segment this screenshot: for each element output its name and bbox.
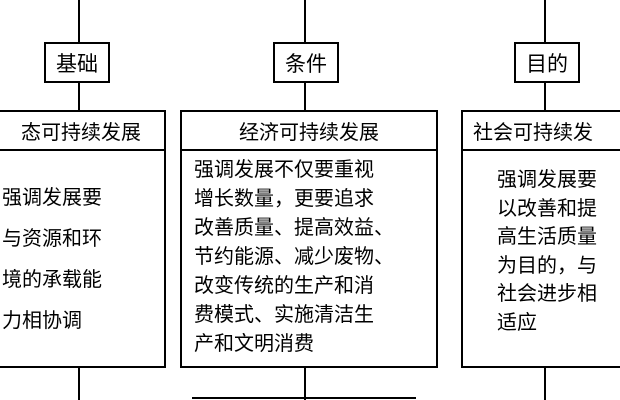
label-condition: 条件 [285, 51, 327, 76]
connector-label-center [304, 81, 306, 112]
title-social: 社会可持续发 [473, 120, 593, 144]
title-ecological: 态可持续发展 [21, 120, 141, 144]
bottom-box-edge [192, 397, 416, 399]
body-line: 强调发展不仅要重视 [194, 157, 374, 181]
body-line: 产和文明消费 [194, 331, 314, 355]
connector-bottom-left [78, 366, 80, 400]
body-line: 社会进步相 [497, 281, 597, 306]
body-line: 增长数量，更要追求 [194, 186, 374, 210]
body-line: 节约能源、减少废物、 [194, 244, 394, 268]
connector-top-left [78, 0, 80, 44]
body-line: 强调发展要 [2, 185, 102, 209]
connector-label-left [78, 81, 80, 112]
body-line: 为目的，与 [497, 252, 597, 277]
connector-top-center [304, 0, 306, 44]
connector-bottom-right [544, 366, 546, 400]
connector-bottom-center [304, 366, 306, 400]
body-line: 改变传统的生产和消 [194, 273, 374, 297]
body-line: 改善质量、提高效益、 [194, 215, 394, 239]
title-box-ecological: 态可持续发展 [0, 110, 166, 151]
body-line: 强调发展要 [497, 167, 597, 191]
title-economic: 经济可持续发展 [239, 120, 379, 144]
body-box-economic: 强调发展不仅要重视 增长数量，更要追求 改善质量、提高效益、 节约能源、减少废物… [180, 149, 438, 368]
connector-top-right [544, 0, 546, 44]
label-box-condition: 条件 [273, 42, 339, 83]
label-purpose: 目的 [526, 51, 568, 76]
body-line: 适应 [497, 309, 537, 334]
body-line: 力相协调 [2, 308, 82, 332]
title-box-economic: 经济可持续发展 [180, 110, 438, 151]
label-basis: 基础 [56, 51, 98, 76]
body-line: 费模式、实施清洁生 [194, 302, 374, 326]
title-box-social: 社会可持续发 [461, 110, 620, 151]
connector-label-right [544, 81, 546, 112]
body-line: 以改善和提 [497, 195, 597, 220]
label-box-basis: 基础 [44, 42, 110, 83]
body-box-social: 强调发展要 以改善和提 高生活质量 为目的，与 社会进步相 适应 [461, 149, 620, 368]
body-line: 高生活质量 [497, 224, 597, 249]
body-box-ecological: 强调发展要 与资源和环 境的承载能 力相协调 [0, 149, 166, 368]
label-box-purpose: 目的 [514, 42, 580, 83]
body-line: 境的承载能 [2, 267, 102, 291]
body-line: 与资源和环 [2, 226, 102, 250]
